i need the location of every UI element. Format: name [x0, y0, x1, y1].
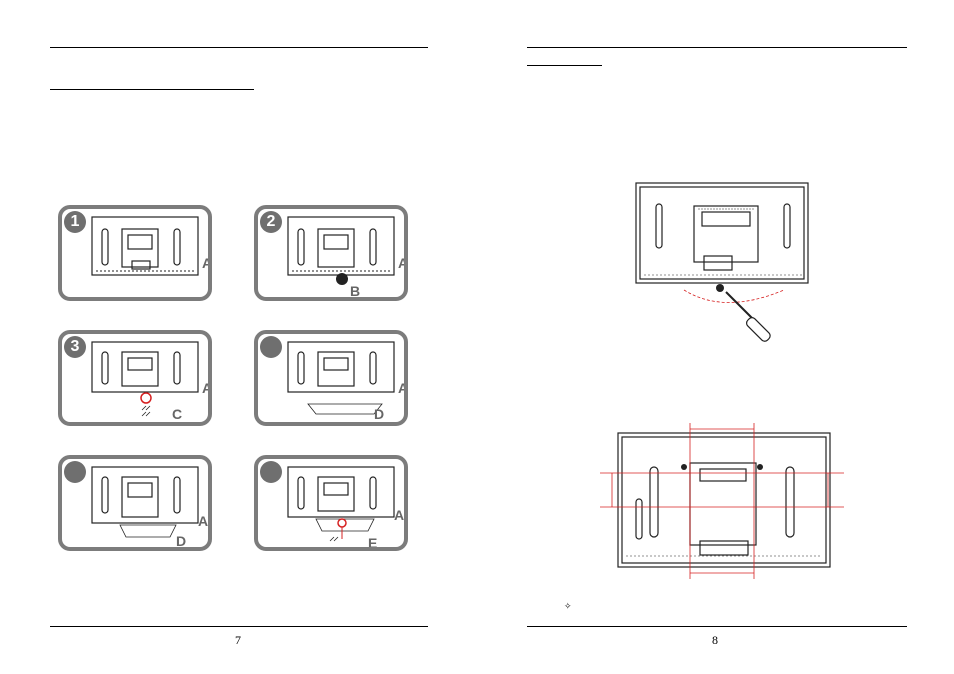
right-header-rule: [527, 47, 907, 48]
part-label: A: [398, 255, 408, 271]
part-label: B: [350, 283, 361, 299]
step-number-badge: 3: [64, 336, 86, 358]
part-label: A: [394, 507, 405, 523]
tv-back-illustration: [91, 466, 199, 538]
tv-back-illustration: [287, 466, 395, 542]
part-label: D: [176, 533, 187, 549]
part-label: C: [172, 406, 183, 422]
install-step-2-frame: 2 A B: [254, 205, 408, 301]
tv-back-illustration: [287, 341, 395, 415]
part-label: A: [202, 380, 212, 396]
right-footer-rule: [527, 626, 907, 627]
screwdriver-icon: [725, 291, 771, 342]
part-label: E: [368, 535, 378, 551]
install-step-5-frame: A D: [58, 455, 212, 551]
stand-base-icon: [336, 273, 348, 285]
left-section-underline: [50, 89, 254, 90]
part-label: A: [202, 255, 212, 271]
part-label: A: [198, 513, 209, 529]
step-number-badge: [260, 461, 282, 483]
left-footer-rule: [50, 626, 428, 627]
page-number-right: 8: [712, 633, 718, 647]
part-label: D: [374, 406, 385, 422]
tv-back-illustration: [91, 216, 199, 276]
install-step-3-frame: 3 A C: [58, 330, 212, 426]
screw-highlight-icon: [337, 518, 347, 528]
tv-back-illustration: [287, 216, 395, 285]
page-number-left: 7: [235, 633, 241, 647]
install-step-4-frame: A D: [254, 330, 408, 426]
part-label: A: [398, 380, 408, 396]
tv-back-illustration: [91, 341, 199, 417]
step-number-badge: 2: [260, 211, 282, 233]
tv-back-vesa-illustration: [600, 423, 844, 579]
screw-highlight-icon: [140, 392, 152, 404]
step-number-badge: [64, 461, 86, 483]
tv-back-screwdriver-illustration: [635, 182, 809, 342]
left-header-rule: [50, 47, 428, 48]
install-step-1-frame: 1 A: [58, 205, 212, 301]
step-number-badge: 1: [64, 211, 86, 233]
diamond-bullet-icon: ✧: [564, 602, 572, 612]
step-number-badge: [260, 336, 282, 358]
install-step-6-frame: A E: [254, 455, 408, 551]
right-section-underline: [527, 65, 602, 66]
